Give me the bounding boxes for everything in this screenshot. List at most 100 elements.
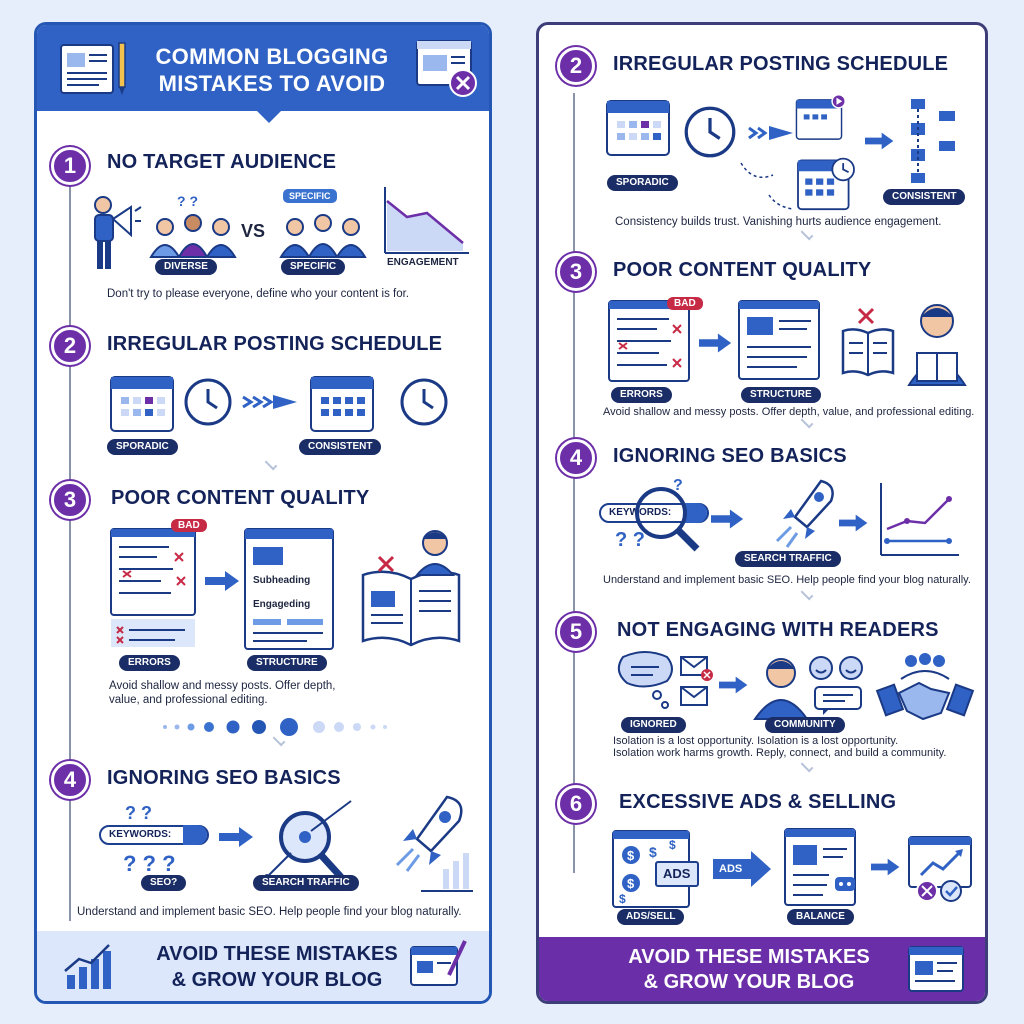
section-caption: Isolation is a lost opportunity. Isolati… [613, 735, 899, 747]
footer-line2: & GROW YOUR BLOG [643, 971, 855, 993]
footer-title: AVOID THESE MISTAKES & GROW YOUR BLOG [579, 945, 919, 995]
magnifier-icon [683, 503, 707, 523]
label-pill: STRUCTURE [247, 655, 327, 671]
book-icon [841, 307, 895, 377]
label-pill: COMMUNITY [765, 717, 845, 733]
people-icon [279, 214, 367, 258]
vs-label: VS [241, 221, 266, 241]
document-icon [244, 528, 334, 650]
step-number: 4 [557, 439, 595, 477]
document-icon [110, 528, 196, 647]
section-divider [800, 759, 814, 773]
step-number: 3 [51, 481, 89, 519]
footer-line1: AVOID THESE MISTAKES [156, 943, 398, 965]
step-number: 4 [51, 761, 89, 799]
label-pill: BALANCE [787, 909, 854, 925]
page-title: COMMON BLOGGING MISTAKES TO AVOID [155, 44, 389, 96]
keywords-search-input: KEYWORDS: [599, 503, 709, 523]
arrow-icon [839, 514, 868, 532]
chat-icon [814, 686, 862, 715]
section-caption: Understand and implement basic SEO. Help… [603, 574, 971, 586]
step-number: 6 [557, 785, 595, 823]
arrow-icon [219, 827, 253, 847]
section-title: EXCESSIVE ADS & SELLING [619, 791, 897, 813]
browser-icon [410, 940, 467, 986]
label-pill: CONSISTENT [299, 439, 382, 455]
arrow-icon [713, 851, 771, 887]
ads-arrow-label: ADS [719, 863, 743, 875]
magnifier-icon [635, 487, 700, 552]
clock-icon [684, 106, 736, 158]
header-banner: COMMON BLOGGING MISTAKES TO AVOID [37, 25, 489, 111]
browser-close-icon [416, 40, 477, 97]
megaphone-icon [94, 196, 142, 269]
label-pill: STRUCTURE [741, 387, 821, 403]
browser-icon [908, 946, 964, 992]
section-caption: Avoid shallow and messy posts. Offer dep… [603, 406, 975, 418]
magnifier-icon [264, 800, 352, 880]
section-title: NO TARGET AUDIENCE [107, 151, 337, 173]
handshake-icon [875, 653, 975, 721]
document-icon [738, 300, 820, 380]
svg-text:$: $ [649, 844, 657, 860]
chat-icon [617, 651, 673, 709]
calendar-icon [110, 376, 174, 432]
engagement-label: ENGAGEMENT [387, 257, 459, 268]
people-icon [753, 658, 809, 720]
bad-badge: BAD [667, 297, 703, 310]
book-icon [361, 555, 461, 647]
engaging-label: Engageding [253, 599, 311, 610]
timeline-line [69, 181, 71, 921]
section-divider [800, 587, 814, 601]
footer-banner: AVOID THESE MISTAKES & GROW YOUR BLOG [539, 937, 985, 1001]
label-pill: ERRORS [611, 387, 672, 403]
arrow-icon [748, 126, 793, 140]
progress-dots [163, 718, 387, 736]
clock-icon [184, 378, 232, 426]
arrow-icon [865, 132, 894, 150]
label-pill: CONSISTENT [883, 189, 966, 205]
svg-text:$: $ [627, 848, 635, 863]
label-pill: SEARCH TRAFFIC [253, 875, 359, 891]
dollar-icon: $ $ $ $ $ [612, 830, 690, 908]
question-mark: ? [673, 477, 683, 494]
arrow-icon [711, 509, 744, 529]
svg-text:$: $ [669, 838, 676, 852]
arrow-icon [699, 333, 732, 353]
clock-icon [400, 378, 448, 426]
footer-line1: AVOID THESE MISTAKES [628, 946, 870, 968]
section-divider [264, 457, 278, 471]
question-mark: ? ? [615, 529, 645, 551]
section-title: NOT ENGAGING WITH READERS [617, 619, 939, 641]
bad-badge: BAD [171, 519, 207, 532]
section-title: IGNORING SEO BASICS [613, 445, 847, 467]
left-panel: COMMON BLOGGING MISTAKES TO AVOID 1 NO T… [34, 22, 492, 1004]
step-number: 3 [557, 253, 595, 291]
svg-text:$: $ [619, 892, 626, 906]
section-title: IRREGULAR POSTING SCHEDULE [613, 53, 949, 75]
header-notch [255, 109, 283, 123]
calendar-icon [310, 376, 374, 432]
section-divider [800, 227, 814, 241]
calendar-icon [795, 94, 846, 140]
footer-banner: AVOID THESE MISTAKES & GROW YOUR BLOG [37, 931, 489, 1001]
calendar-icon [797, 157, 855, 211]
people-icon [149, 214, 237, 258]
section-caption: Consistency builds trust. Vanishing hurt… [615, 216, 942, 228]
question-mark: ? ? ? [123, 851, 176, 876]
right-panel: 2 IRREGULAR POSTING SCHEDULE SPORADIC CO… [536, 22, 988, 1004]
svg-text:$: $ [627, 876, 635, 891]
arrow-icon [719, 676, 748, 694]
label-pill: SEARCH TRAFFIC [735, 551, 841, 567]
label-pill: DIVERSE [155, 259, 217, 275]
section-caption: Don't try to please everyone, define who… [107, 288, 410, 300]
step-number: 2 [557, 47, 595, 85]
browser-icon [908, 836, 972, 902]
label-pill: SPORADIC [107, 439, 178, 455]
timeline-line [573, 93, 575, 873]
pencil-icon [118, 42, 126, 88]
section-caption: Isolation work harms growth. Reply, conn… [613, 747, 947, 759]
reader-icon [414, 530, 456, 576]
schedule-blocks-icon [911, 99, 955, 183]
footer-line2: & GROW YOUR BLOG [171, 969, 383, 991]
